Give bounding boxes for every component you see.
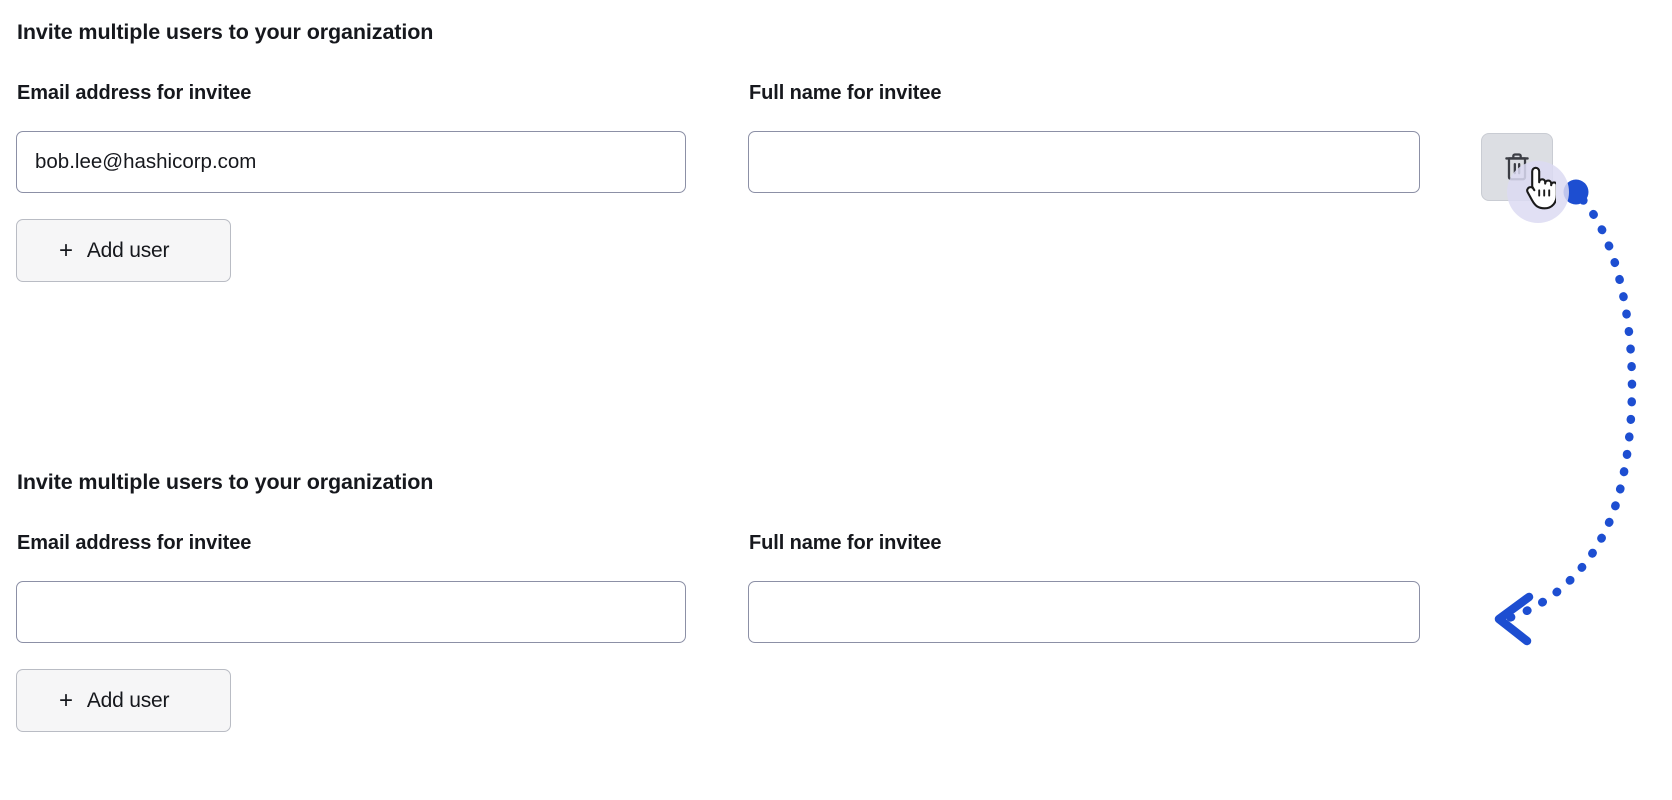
fullname-input[interactable]	[748, 131, 1420, 193]
add-user-button[interactable]: + Add user	[16, 219, 231, 282]
page-title-2: Invite multiple users to your organizati…	[17, 470, 434, 494]
fullname-field-label: Full name for invitee	[749, 82, 942, 104]
arrow-head-icon	[1494, 592, 1534, 646]
fullname-input-2[interactable]	[748, 581, 1420, 643]
add-user-label: Add user	[86, 238, 170, 262]
page-title: Invite multiple users to your organizati…	[17, 20, 434, 44]
email-input-2[interactable]	[16, 581, 686, 643]
add-user-button-2[interactable]: + Add user	[16, 669, 231, 732]
email-field-label: Email address for invitee	[17, 82, 252, 104]
email-field-label-2: Email address for invitee	[17, 532, 252, 554]
plus-icon-2: +	[59, 686, 73, 714]
plus-icon: +	[59, 236, 73, 264]
arrow-origin-dot	[1563, 179, 1589, 205]
add-user-label-2: Add user	[86, 688, 170, 712]
arrow-dotted-path	[1500, 195, 1637, 624]
email-input[interactable]	[16, 131, 686, 193]
trash-icon	[1504, 152, 1530, 182]
delete-row-button[interactable]	[1481, 133, 1553, 201]
fullname-field-label-2: Full name for invitee	[749, 532, 942, 554]
